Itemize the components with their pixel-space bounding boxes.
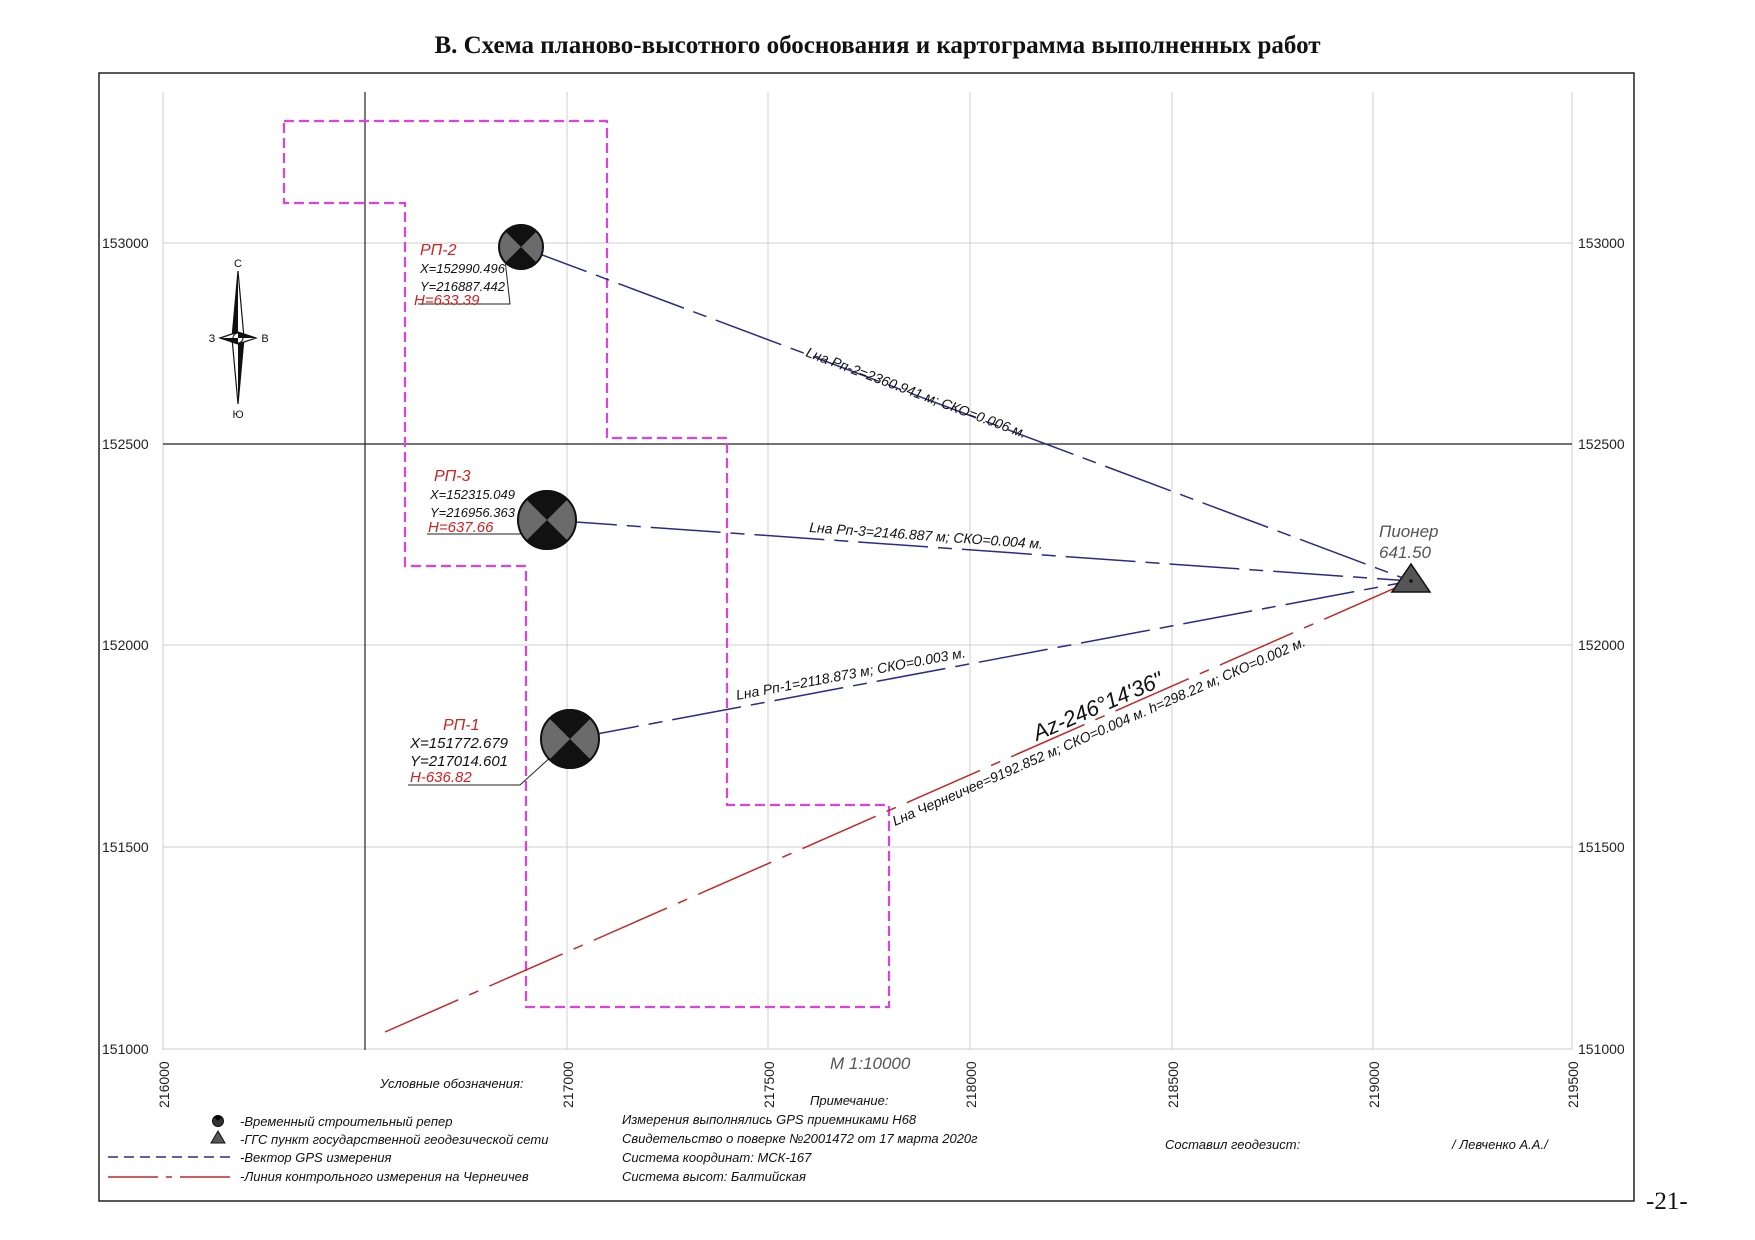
legend-station-icon	[210, 1130, 226, 1144]
benchmark-rp1-symbol	[540, 709, 600, 769]
compass-letters: С Ю З В	[209, 258, 269, 421]
site-boundary	[282, 119, 891, 1009]
benchmark-rp3-symbol	[517, 490, 577, 550]
benchmark-h: H-636.82	[410, 769, 472, 786]
compass-west: З	[209, 333, 216, 345]
gps-vector-rp2	[520, 246, 1412, 582]
signature: Составил геодезист: / Левченко А.А./	[1165, 1137, 1549, 1152]
y-tick-label: 151000	[102, 1041, 149, 1057]
benchmark-y: Y=216887.442	[420, 279, 506, 294]
grid	[162, 92, 1573, 1050]
benchmark-x: X=151772.679	[409, 735, 509, 752]
x-tick-label: 216000	[156, 1061, 172, 1108]
y-tick-labels-left: 153000 152500 152000 151500 151000	[102, 235, 149, 1057]
vector-label-rp2: Lна Рп-2=2360.941 м; СКО=0.006 м.	[804, 344, 1029, 441]
legend-title: Условные обозначения:	[379, 1076, 524, 1091]
x-tick-label: 218000	[963, 1061, 979, 1108]
compass-east: В	[261, 333, 268, 345]
page-number: -21-	[1646, 1188, 1688, 1215]
y-tick-label: 151500	[102, 839, 149, 855]
notes-title: Примечание:	[810, 1093, 889, 1108]
y-tick-label: 153000	[1578, 235, 1625, 251]
control-line-labels: Az-246°14'36" Lна Чернеичее=9192.852 м; …	[890, 633, 1308, 828]
legend: Условные обозначения: -Временный строите…	[108, 1076, 548, 1184]
legend-item-station: -ГГС пункт государственной геодезической…	[240, 1132, 548, 1147]
legend-item-vector: -Вектор GPS измерения	[240, 1150, 391, 1165]
y-tick-label: 152000	[1578, 637, 1625, 653]
y-tick-label: 153000	[102, 235, 149, 251]
gps-vector-rp1	[569, 580, 1412, 740]
y-tick-label: 151000	[1578, 1041, 1625, 1057]
benchmark-name: РП-2	[420, 242, 457, 259]
legend-item-control: -Линия контрольного измерения на Чернеич…	[240, 1169, 529, 1184]
y-tick-label: 152500	[102, 436, 149, 452]
north-arrow-icon	[218, 270, 258, 405]
station-height: 641.50	[1379, 543, 1432, 562]
y-tick-label: 151500	[1578, 839, 1625, 855]
signature-name: / Левченко А.А./	[1451, 1137, 1549, 1152]
y-tick-label: 152000	[102, 637, 149, 653]
benchmark-rp3-label: РП-3 X=152315.049 Y=216956.363 H=637.66	[428, 468, 516, 536]
station-name: Пионер	[1379, 522, 1439, 541]
x-tick-label: 218500	[1165, 1061, 1181, 1108]
station-pioneer-label: Пионер 641.50	[1379, 522, 1439, 562]
map-frame	[98, 72, 1635, 1202]
benchmark-x: X=152315.049	[429, 487, 515, 502]
x-tick-label: 217500	[761, 1061, 777, 1108]
control-line	[384, 580, 1412, 1033]
vector-label-rp1: Lна Рп-1=2118.873 м; СКО=0.003 м.	[735, 644, 967, 703]
gps-vector-rp3	[546, 519, 1412, 582]
station-pioneer-symbol	[1390, 562, 1432, 593]
x-tick-labels: 216000 217000 217500 218000 218500 21900…	[156, 1061, 1581, 1108]
note-line: Система высот: Балтийская	[622, 1169, 806, 1184]
gps-vectors	[520, 246, 1412, 740]
page-title: В. Схема планово-высотного обоснования и…	[434, 32, 1321, 59]
benchmark-rp2-symbol	[498, 224, 544, 270]
compass-south: Ю	[232, 409, 243, 421]
benchmark-y: Y=217014.601	[410, 753, 508, 770]
signature-label: Составил геодезист:	[1165, 1137, 1301, 1152]
benchmark-name: РП-1	[443, 717, 480, 734]
benchmark-h: H=637.66	[428, 519, 494, 536]
vector-labels: Lна Рп-2=2360.941 м; СКО=0.006 м. Lна Рп…	[735, 344, 1044, 703]
legend-item-benchmark: -Временный строительный репер	[240, 1114, 452, 1129]
x-tick-label: 219500	[1565, 1061, 1581, 1108]
x-tick-label: 217000	[560, 1061, 576, 1108]
notes: Примечание: Измерения выполнялись GPS пр…	[622, 1093, 978, 1184]
note-line: Измерения выполнялись GPS приемниками Н6…	[622, 1112, 917, 1127]
benchmark-y: Y=216956.363	[430, 505, 516, 520]
note-line: Система координат: МСК-167	[622, 1150, 812, 1165]
benchmark-rp1-label: РП-1 X=151772.679 Y=217014.601 H-636.82	[409, 717, 509, 786]
compass-north: С	[234, 258, 242, 270]
y-tick-labels-right: 153000 152500 152000 151500 151000	[1578, 235, 1625, 1057]
benchmark-h: H=633.39	[414, 292, 480, 309]
note-line: Свидетельство о поверке №2001472 от 17 м…	[622, 1131, 978, 1146]
control-line-label: Lна Чернеичее=9192.852 м; СКО=0.004 м. h…	[890, 633, 1308, 828]
benchmark-x: X=152990.496	[419, 261, 506, 276]
dark-axes	[163, 92, 1572, 1050]
benchmark-name: РП-3	[434, 468, 471, 485]
x-tick-label: 219000	[1366, 1061, 1382, 1108]
benchmark-rp2-label: РП-2 X=152990.496 Y=216887.442 H=633.39	[414, 242, 506, 309]
y-tick-label: 152500	[1578, 436, 1625, 452]
legend-benchmark-icon	[212, 1115, 224, 1127]
scale-label: М 1:10000	[830, 1054, 911, 1073]
